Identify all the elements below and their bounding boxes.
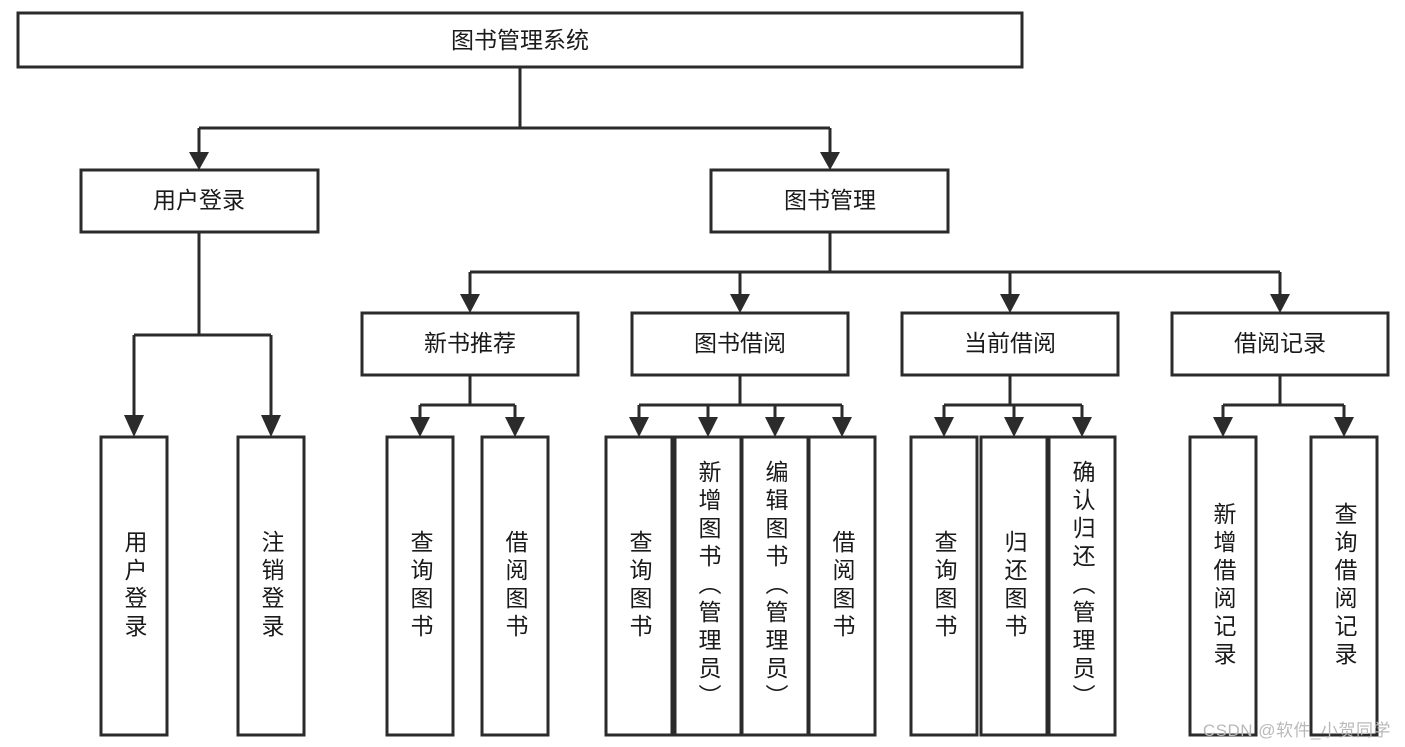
leaf-confirm-return-box[interactable] (1047, 435, 1117, 737)
leaf-current-query-box[interactable] (909, 435, 979, 737)
leaf-user-login-label: 用户登录 (121, 530, 148, 642)
arrow-new-book-recommend (460, 294, 480, 313)
borrow-record-label: 借阅记录 (1234, 330, 1326, 356)
leaf-current-return-box[interactable] (979, 435, 1049, 737)
node-leaf-current-query[interactable]: 查询图书 (909, 435, 979, 737)
node-leaf-borrow-query[interactable]: 查询图书 (604, 435, 674, 737)
leaf-newbook-borrow-label: 借阅图书 (502, 530, 529, 642)
node-leaf-confirm-return[interactable]: 确认归还（管理员） (1047, 435, 1117, 737)
leaf-newbook-query-label: 查询图书 (407, 530, 434, 642)
borrow-record-box[interactable] (1170, 311, 1390, 377)
arrow-book-borrow (730, 294, 750, 313)
node-leaf-borrow-edit[interactable]: 编辑图书（管理员） (740, 435, 810, 737)
leaf-borrow-query-label: 查询图书 (626, 530, 653, 642)
node-root-system[interactable]: 图书管理系统 (16, 11, 1024, 69)
arrow-record-add (1213, 417, 1233, 437)
leaf-record-add-label: 新增借阅记录 (1210, 502, 1237, 670)
arrow-leaf-user-login (124, 415, 144, 437)
book-borrow-box[interactable] (630, 311, 850, 377)
root-label: 图书管理系统 (451, 27, 589, 53)
leaf-record-query-box[interactable] (1309, 435, 1379, 737)
node-leaf-record-query[interactable]: 查询借阅记录 (1309, 435, 1379, 737)
arrow-borrow-add-book (698, 417, 718, 437)
leaf-current-query-label: 查询图书 (931, 530, 958, 642)
node-book-management[interactable]: 图书管理 (709, 168, 950, 234)
node-leaf-newbook-query[interactable]: 查询图书 (385, 435, 455, 737)
leaf-confirm-return-label: 确认归还（管理员） (1069, 460, 1096, 712)
leaf-borrow-edit-box[interactable] (740, 435, 810, 737)
node-leaf-record-add[interactable]: 新增借阅记录 (1188, 435, 1258, 737)
user-login-label: 用户登录 (153, 187, 245, 213)
leaf-newbook-borrow-box[interactable] (480, 435, 550, 737)
arrow-borrow-record (1270, 294, 1290, 313)
new-book-recommend-box[interactable] (360, 311, 580, 377)
arrow-current-confirm-return (1072, 417, 1092, 437)
node-book-borrow[interactable]: 图书借阅 (630, 311, 850, 377)
leaf-borrow-add-label: 新增图书（管理员） (695, 460, 722, 712)
leaf-user-login-box[interactable] (99, 435, 169, 737)
root-box[interactable] (16, 11, 1024, 69)
node-leaf-user-login[interactable]: 用户登录 (99, 435, 169, 737)
arrow-current-query-book (934, 417, 954, 437)
arrow-borrow-query-book (629, 417, 649, 437)
leaf-logout-label: 注销登录 (258, 530, 285, 642)
node-leaf-newbook-borrow[interactable]: 借阅图书 (480, 435, 550, 737)
node-current-borrow[interactable]: 当前借阅 (900, 311, 1120, 377)
arrow-current-borrow (1000, 294, 1020, 313)
arrow-leaf-logout (261, 415, 281, 437)
node-new-book-recommend[interactable]: 新书推荐 (360, 311, 580, 377)
book-management-label: 图书管理 (784, 187, 876, 213)
node-leaf-borrow-book[interactable]: 借阅图书 (807, 435, 877, 737)
arrow-to-book-manage (820, 152, 840, 170)
node-user-login[interactable]: 用户登录 (79, 168, 320, 234)
book-borrow-label: 图书借阅 (694, 330, 786, 356)
csdn-watermark: CSDN @软件_小贺同学 (1202, 721, 1391, 740)
arrow-record-query (1334, 417, 1354, 437)
leaf-borrow-book-label: 借阅图书 (829, 530, 856, 642)
leaf-borrow-query-box[interactable] (604, 435, 674, 737)
leaf-borrow-book-box[interactable] (807, 435, 877, 737)
arrow-newbook-borrow (505, 417, 525, 437)
arrow-newbook-query (410, 417, 430, 437)
leaf-record-add-box[interactable] (1188, 435, 1258, 737)
node-leaf-borrow-add[interactable]: 新增图书（管理员） (673, 435, 743, 737)
user-login-box[interactable] (79, 168, 320, 234)
arrow-current-return-book (1004, 417, 1024, 437)
connector-layer (124, 67, 1354, 437)
leaf-borrow-add-box[interactable] (673, 435, 743, 737)
current-borrow-box[interactable] (900, 311, 1120, 377)
arrow-borrow-edit-book (765, 417, 785, 437)
arrow-borrow-borrow-book (832, 417, 852, 437)
leaf-current-return-label: 归还图书 (1001, 530, 1028, 642)
node-leaf-logout[interactable]: 注销登录 (236, 435, 306, 737)
node-borrow-record[interactable]: 借阅记录 (1170, 311, 1390, 377)
leaf-newbook-query-box[interactable] (385, 435, 455, 737)
book-management-box[interactable] (709, 168, 950, 234)
leaf-borrow-edit-label: 编辑图书（管理员） (762, 460, 789, 712)
arrow-to-user-login (189, 152, 209, 170)
leaf-logout-box[interactable] (236, 435, 306, 737)
new-book-recommend-label: 新书推荐 (424, 330, 516, 356)
current-borrow-label: 当前借阅 (964, 330, 1056, 356)
node-leaf-current-return[interactable]: 归还图书 (979, 435, 1049, 737)
leaf-record-query-label: 查询借阅记录 (1331, 502, 1358, 670)
